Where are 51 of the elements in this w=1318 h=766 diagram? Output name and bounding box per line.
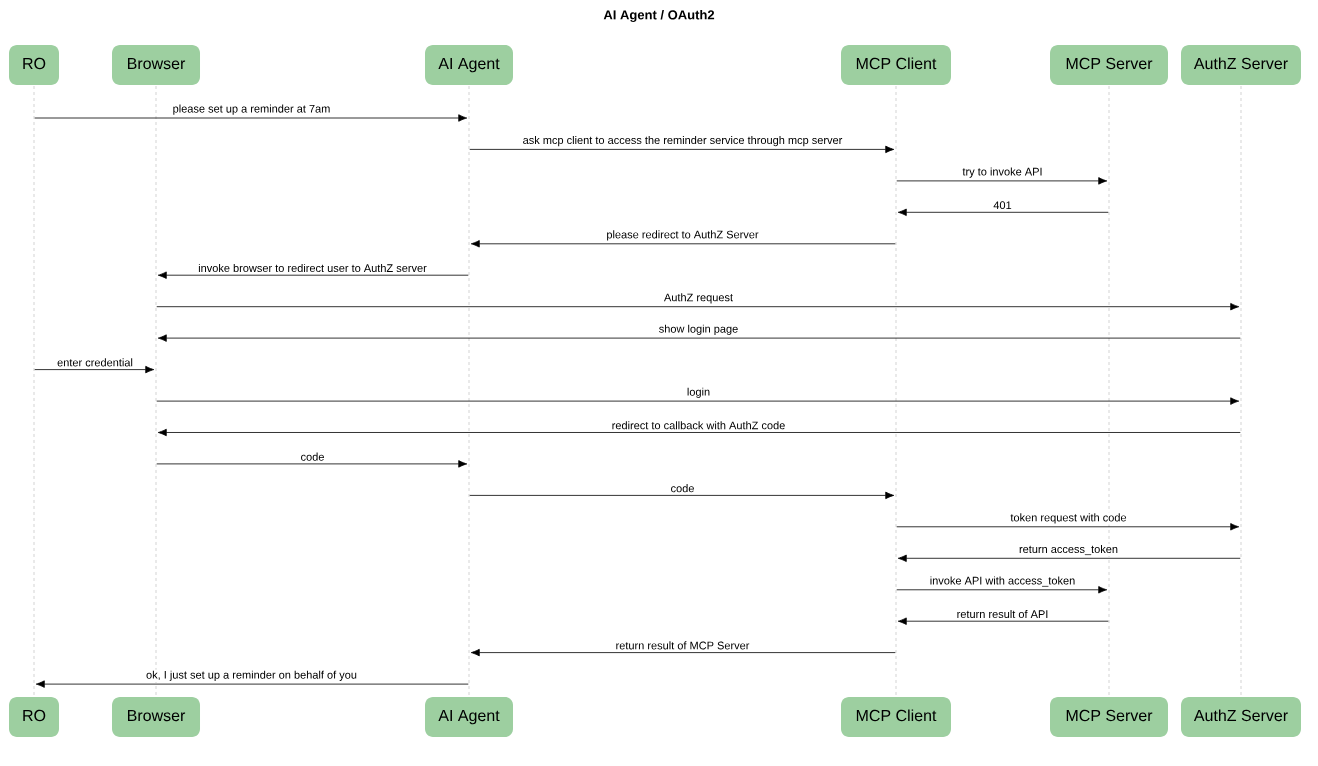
edge-label: code — [299, 451, 326, 462]
participant-box: AI Agent — [425, 697, 513, 737]
edge-label: invoke API with access_token — [928, 575, 1077, 588]
edge-label: try to invoke API — [961, 166, 1044, 179]
message-arrow — [34, 365, 155, 374]
message-arrow — [156, 397, 1240, 405]
edge-label: token request with code — [1009, 512, 1128, 525]
edge-label: return result of MCP Server — [614, 640, 751, 651]
participant-box: RO — [9, 45, 59, 85]
message-arrow — [157, 334, 1241, 342]
edge-label: redirect to callback with AuthZ code — [610, 420, 787, 431]
message-arrow — [470, 648, 896, 657]
participant-box: MCP Server — [1050, 697, 1168, 737]
message-arrow — [897, 617, 1109, 625]
participant-box: RO — [9, 697, 59, 737]
edge-label: return result of API — [955, 608, 1050, 619]
edge-label: 401 — [992, 200, 1013, 211]
participant-box: MCP Server — [1050, 45, 1168, 85]
edge-label: enter credential — [56, 357, 134, 368]
edge-label: return access_token — [1018, 543, 1120, 557]
participant-box: MCP Client — [841, 697, 951, 737]
message-arrow — [470, 240, 896, 248]
message-arrow — [156, 460, 468, 468]
message-arrow — [156, 303, 1240, 311]
edge-label: AuthZ request — [662, 292, 735, 305]
message-arrow — [469, 145, 895, 154]
participant-box: AuthZ Server — [1181, 697, 1301, 737]
edge-label: please set up a reminder at 7am — [171, 103, 332, 116]
edge-label: show login page — [657, 323, 740, 336]
edge-label: please redirect to AuthZ Server — [605, 229, 760, 242]
message-arrow — [157, 271, 469, 279]
participant-box: AI Agent — [425, 45, 513, 85]
participant-box: Browser — [112, 45, 200, 85]
edge-label: invoke browser to redirect user to AuthZ server — [197, 262, 428, 273]
edge-label: ask mcp client to access the reminder service through mcp server — [521, 134, 844, 148]
edge-label: login — [685, 386, 712, 399]
message-arrow — [157, 428, 1241, 437]
message-arrow — [34, 114, 468, 122]
message-arrow — [897, 554, 1241, 562]
participant-box: Browser — [112, 697, 200, 737]
edge-label: ok, I just set up a reminder on behalf of you — [145, 669, 358, 682]
participant-box: AuthZ Server — [1181, 45, 1301, 85]
message-arrow — [469, 491, 895, 500]
message-arrow — [896, 177, 1108, 185]
message-arrow — [35, 680, 469, 688]
message-arrow — [897, 208, 1109, 216]
message-arrow — [896, 523, 1240, 531]
title: AI Agent / OAuth2 — [603, 9, 715, 23]
edge-label: code — [669, 483, 696, 494]
participant-box: MCP Client — [841, 45, 951, 85]
message-arrow — [896, 586, 1108, 594]
